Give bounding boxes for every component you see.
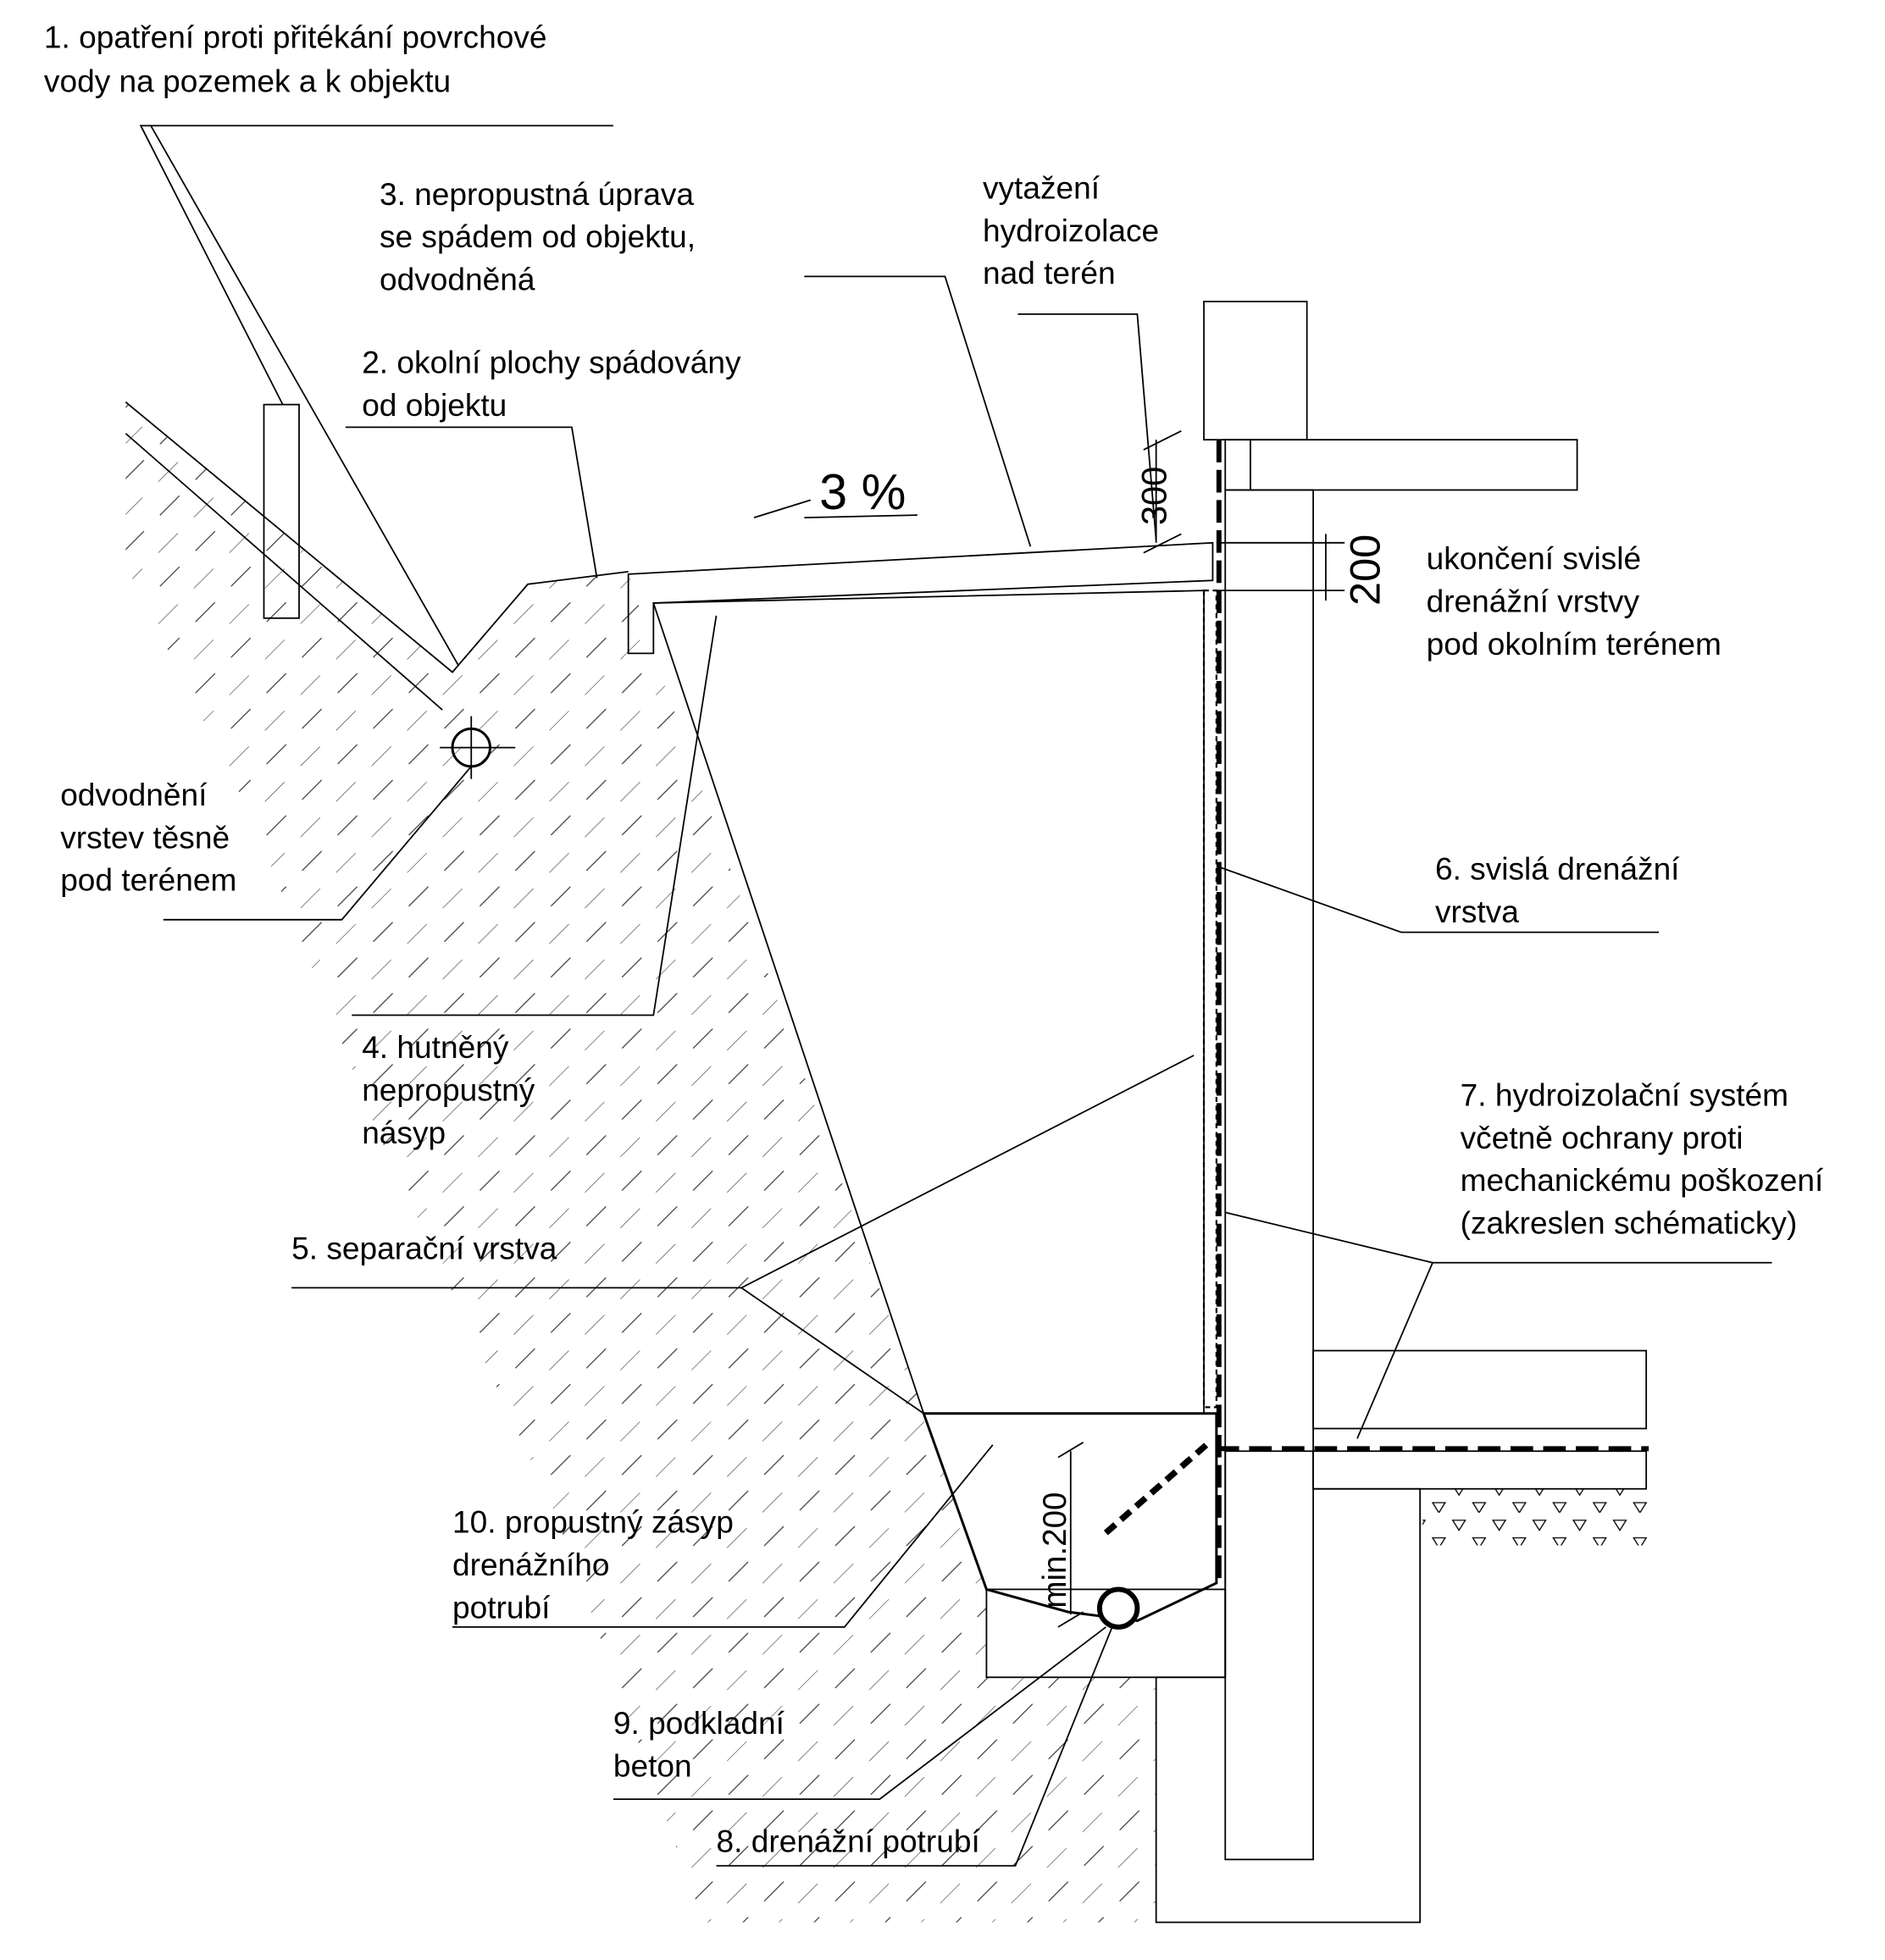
dimension-200: 200 [1341,534,1389,606]
slope-label: 3 % [819,463,906,520]
base-concrete [985,1588,1227,1679]
surface-barrier [263,403,300,619]
ground-soil [125,401,1156,1923]
dimension-300: 300 [1134,467,1174,525]
impermeable-surface [627,541,1214,655]
dimension-min200: min.200 [1037,1492,1073,1608]
label-8: 8. drenážní potrubí [717,1823,981,1858]
drain-pipe-icon [1096,1586,1140,1630]
label-5: 5. separační vrstva [291,1230,557,1265]
leader-lines [139,125,1772,1867]
